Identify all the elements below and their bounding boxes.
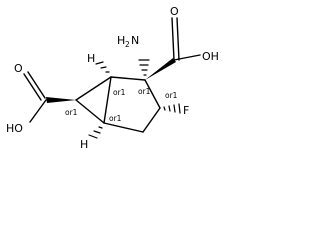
bond-left-o-double-b xyxy=(23,73,42,101)
amine-label-n: N xyxy=(131,34,139,47)
h-top-label: H xyxy=(87,52,95,65)
fluorine-label: F xyxy=(183,104,189,117)
wedge-bond-c2-cooh xyxy=(145,58,176,80)
hashed-bond-c2-n xyxy=(138,59,150,76)
amine-label-h: H xyxy=(117,34,125,47)
cooh-top-oh: OH xyxy=(202,50,219,63)
left-o-label: O xyxy=(14,62,23,75)
bond-c3-c4 xyxy=(142,107,161,133)
stereo-c-bottom: or1 xyxy=(109,114,122,123)
bond-cooh-oh xyxy=(173,54,201,61)
stereo-c-top: or1 xyxy=(113,88,126,97)
structure-diagram: H 2 N O OH F H H O HO or1 or1 or1 or1 or… xyxy=(6,5,219,151)
cooh-top-o: O xyxy=(170,5,179,18)
molecule-svg: H 2 N O OH F H H O HO or1 or1 or1 or1 or… xyxy=(6,5,219,151)
amine-label-h2: 2 xyxy=(125,40,130,49)
bond-c4-c5 xyxy=(103,122,144,133)
bond-left-o-double-a xyxy=(27,71,46,99)
stereo-c-left: or1 xyxy=(65,108,78,117)
bond-c5-c1 xyxy=(103,76,112,124)
bond-left-oh xyxy=(29,99,47,123)
bond-c2-c3 xyxy=(144,79,161,109)
hashed-bond-c5-h xyxy=(88,126,103,139)
hashed-bond-c1-h xyxy=(95,61,110,73)
bond-cooh-o-double-a xyxy=(171,17,175,61)
left-oh-label: HO xyxy=(6,122,23,135)
stereo-c-quat: or1 xyxy=(138,87,151,96)
wedge-bond-c6-cooh xyxy=(46,97,76,103)
bond-cooh-o-double-b xyxy=(176,17,180,61)
stereo-c-fluoro: or1 xyxy=(165,91,178,100)
bond-c6-c1 xyxy=(75,76,112,101)
bond-c6-c5 xyxy=(75,99,105,124)
hashed-bond-c3-f xyxy=(163,103,181,114)
bond-c1-c2 xyxy=(110,76,146,81)
h-bottom-label: H xyxy=(80,138,88,151)
